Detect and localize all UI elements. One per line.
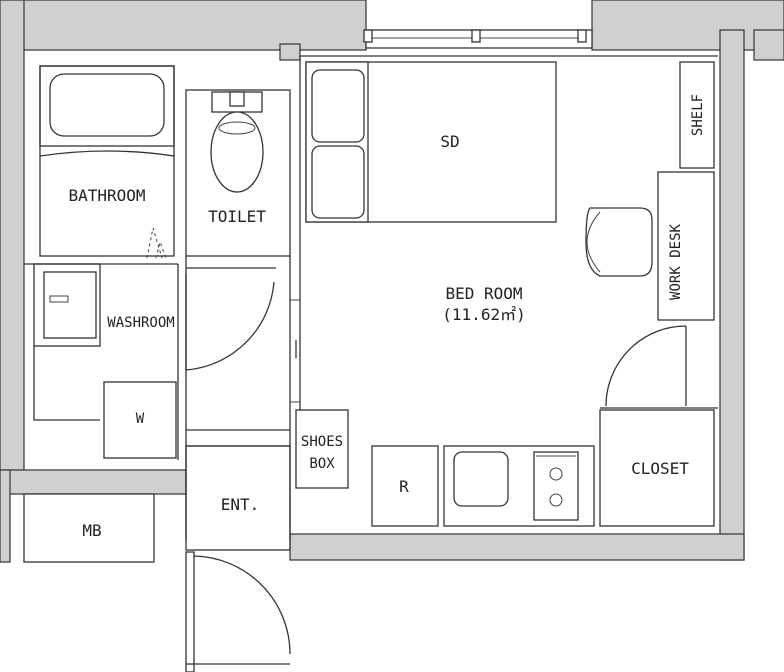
washroom-label: WASHROOM [107,315,174,331]
entrance-label: ENT. [221,495,260,514]
shoes-box: SHOES BOX [295,409,349,489]
entrance: ENT. [185,445,291,672]
toilet: TOILET [185,89,291,257]
bathroom: BATHROOM [39,65,175,259]
washer-label: W [136,411,145,427]
shoes-box-label-line1: SHOES [301,434,343,450]
closet: CLOSET [599,325,718,527]
kitchen: R [371,445,595,527]
bed: SD [305,61,557,223]
bathroom-label: BATHROOM [68,186,145,205]
washroom: WASHROOM W [24,263,179,460]
window [363,29,593,49]
meter-box-label: MB [82,521,101,540]
shelf-label: SHELF [690,94,706,136]
refrigerator-label: R [399,477,409,496]
bed-label: SD [440,132,459,151]
bedroom-label: BED ROOM [445,284,522,303]
bedroom-area: (11.62㎡) [442,305,525,324]
closet-label: CLOSET [631,459,689,478]
shelf: SHELF [679,61,715,169]
shoes-box-label-line2: BOX [309,456,335,472]
bedroom: BED ROOM (11.62㎡) [442,284,525,324]
toilet-label: TOILET [208,207,266,226]
work-desk-label: WORK DESK [668,224,684,300]
outer-walls [0,0,784,563]
meter-box: MB [23,493,155,563]
work-desk: WORK DESK [585,171,715,321]
